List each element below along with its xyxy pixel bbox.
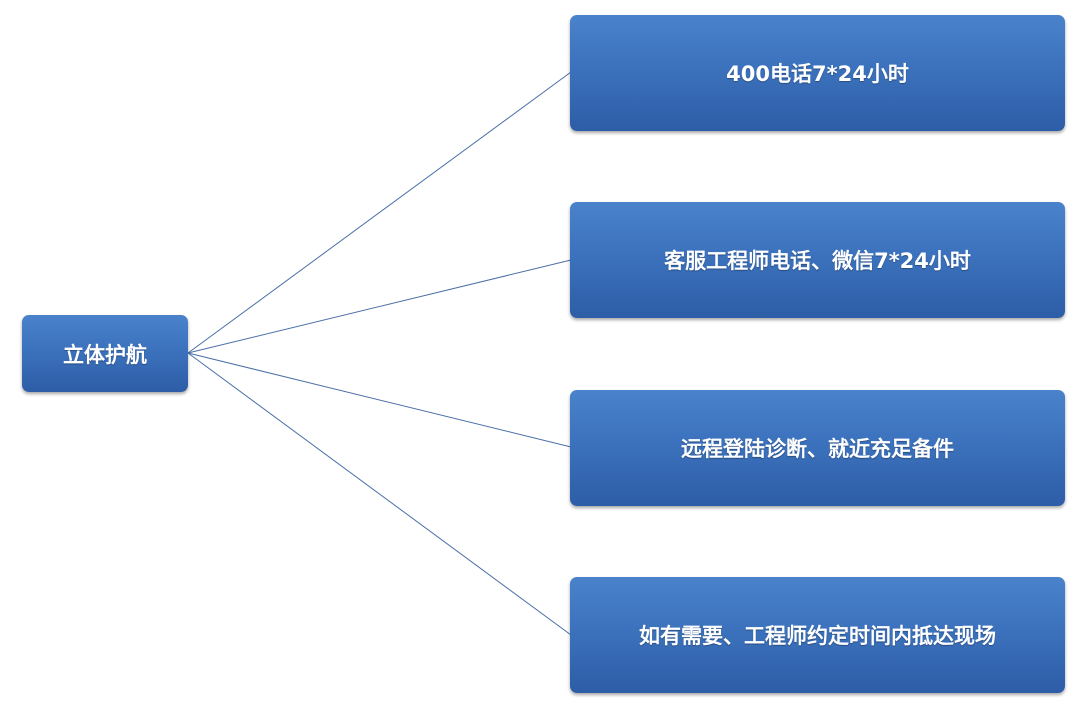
connector-line-0 <box>187 71 572 354</box>
connector-line-1 <box>187 259 572 354</box>
connector-line-2 <box>187 352 572 448</box>
branch-node-label: 如有需要、工程师约定时间内抵达现场 <box>639 624 996 648</box>
branch-node-engineer-contact: 客服工程师电话、微信7*24小时 <box>570 202 1065 318</box>
connector-line-3 <box>187 352 572 636</box>
branch-node-label: 客服工程师电话、微信7*24小时 <box>664 249 971 273</box>
branch-node-hotline: 400电话7*24小时 <box>570 15 1065 131</box>
branch-node-label: 远程登陆诊断、就近充足备件 <box>681 437 954 461</box>
branch-node-remote-diagnosis: 远程登陆诊断、就近充足备件 <box>570 390 1065 506</box>
branch-node-onsite-service: 如有需要、工程师约定时间内抵达现场 <box>570 577 1065 693</box>
root-node-label: 立体护航 <box>63 342 147 367</box>
branch-node-label: 400电话7*24小时 <box>726 62 909 86</box>
root-node: 立体护航 <box>22 315 188 392</box>
